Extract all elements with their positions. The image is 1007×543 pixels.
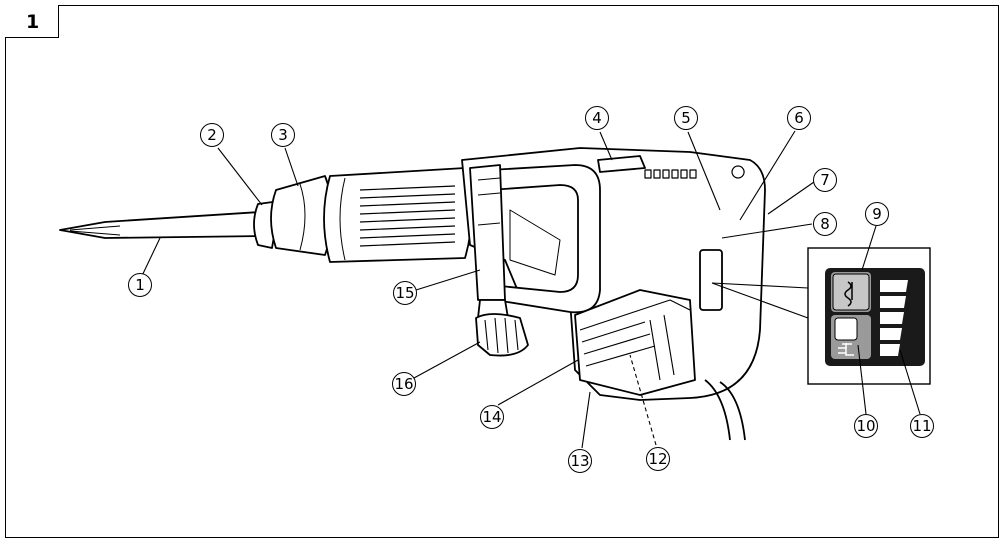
power-plug-icon	[838, 343, 854, 356]
top-switch	[597, 155, 646, 173]
figure-frame	[5, 5, 999, 538]
callout-12: 12	[646, 447, 670, 471]
callout-2: 2	[200, 123, 224, 147]
side-handle-grip	[475, 313, 529, 357]
callout-5: 5	[674, 106, 698, 130]
body-indicator-window	[699, 249, 723, 311]
power-cord	[704, 379, 731, 441]
callout-1: 1	[128, 273, 152, 297]
callout-4: 4	[585, 106, 609, 130]
callout-7: 7	[813, 168, 837, 192]
leader-lines	[139, 130, 921, 449]
callout-8: 8	[813, 212, 837, 236]
callout-3: 3	[271, 123, 295, 147]
callout-10: 10	[854, 414, 878, 438]
barrel	[323, 167, 473, 263]
figure-number-tab: 1	[5, 5, 59, 38]
callout-16: 16	[392, 372, 416, 396]
callout-14: 14	[480, 405, 504, 429]
level-indicator-bars	[880, 280, 908, 356]
callout-11: 11	[910, 414, 934, 438]
motor-cover	[574, 289, 696, 396]
callout-13: 13	[568, 449, 592, 473]
callout-6: 6	[787, 106, 811, 130]
figure-number: 1	[26, 11, 40, 33]
drill-bit-icon	[844, 281, 853, 307]
callout-9: 9	[865, 202, 889, 226]
chisel-bit	[59, 211, 263, 239]
indicator-detail-panel	[711, 247, 931, 385]
callout-15: 15	[393, 281, 417, 305]
